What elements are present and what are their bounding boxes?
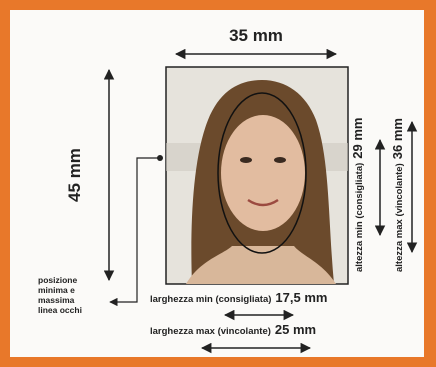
face-height-max-label: altezza max (vincolante)36 mm (390, 118, 405, 272)
face (221, 115, 305, 231)
diagram-frame: 35 mm 45 mm posizione minima e massima l… (10, 10, 424, 357)
eye-line-label: posizione minima e massima linea occhi (38, 275, 82, 315)
face-width-min-label: larghezza min (consigliata)17,5 mm (150, 290, 327, 305)
eye-line-leader (110, 158, 160, 302)
photo-width-label: 35 mm (229, 26, 283, 45)
face-width-max-label: larghezza max (vincolante)25 mm (150, 322, 316, 337)
face-height-min-label: altezza min (consigliata)29 mm (350, 118, 365, 272)
left-eye (240, 157, 252, 163)
right-eye (274, 157, 286, 163)
photo-height-label: 45 mm (65, 148, 84, 202)
portrait-photo (166, 67, 348, 284)
passport-photo-diagram: 35 mm 45 mm posizione minima e massima l… (10, 10, 424, 357)
